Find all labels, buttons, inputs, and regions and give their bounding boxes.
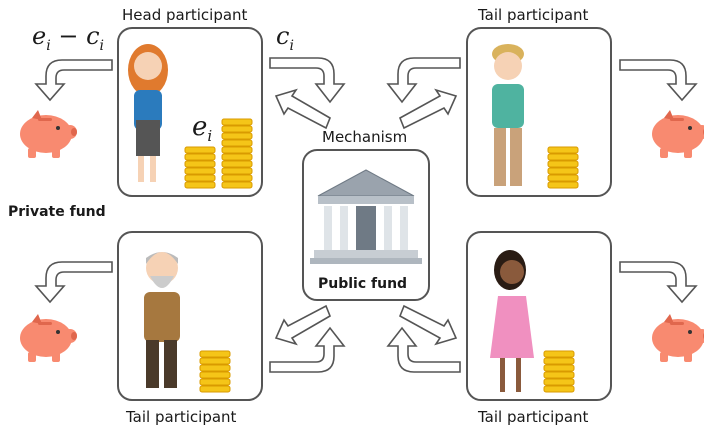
bank-building-icon (310, 169, 422, 264)
private-flow-formula: ei − ci (32, 22, 105, 54)
head-participant-figure (128, 44, 168, 182)
tail-participant-box-bottom-right (466, 231, 612, 401)
piggy-bank-icon-top-left (20, 110, 77, 158)
arrows-to-mechanism (269, 57, 461, 373)
tail-coin-stack-bottom-left (199, 350, 231, 393)
piggy-bank-icon-top-right (652, 110, 704, 158)
piggy-bank-icon-bottom-right (652, 314, 704, 362)
head-participant-box (117, 27, 263, 197)
tail-participant-box-top-right (466, 27, 612, 197)
public-fund-label: Public fund (318, 276, 408, 292)
head-coin-stack-small (184, 146, 216, 189)
tail-participant-box-bottom-left (117, 231, 263, 401)
tail-participant-title-bottom-right: Tail participant (478, 408, 589, 426)
tail-participant-title-top-right: Tail participant (478, 6, 589, 24)
private-fund-label: Private fund (8, 204, 106, 220)
tail-participant-figure-bottom-left (144, 252, 180, 388)
mechanism-box (302, 149, 430, 301)
tail-participant-figure-top-right (492, 44, 524, 186)
tail-participant-figure-bottom-right (490, 250, 534, 392)
piggy-bank-icon-bottom-left (20, 314, 77, 362)
tail-participant-title-bottom-left: Tail participant (126, 408, 237, 426)
tail-coin-stack-top-right (547, 146, 579, 189)
tail-coin-stack-bottom-right (543, 350, 575, 393)
arrows-to-private-funds (34, 59, 698, 304)
head-coin-stack-large (221, 118, 253, 189)
head-participant-title: Head participant (122, 6, 248, 24)
endowment-label: ei (192, 112, 213, 146)
mechanism-title: Mechanism (322, 128, 408, 146)
contribution-label: ci (276, 22, 294, 54)
